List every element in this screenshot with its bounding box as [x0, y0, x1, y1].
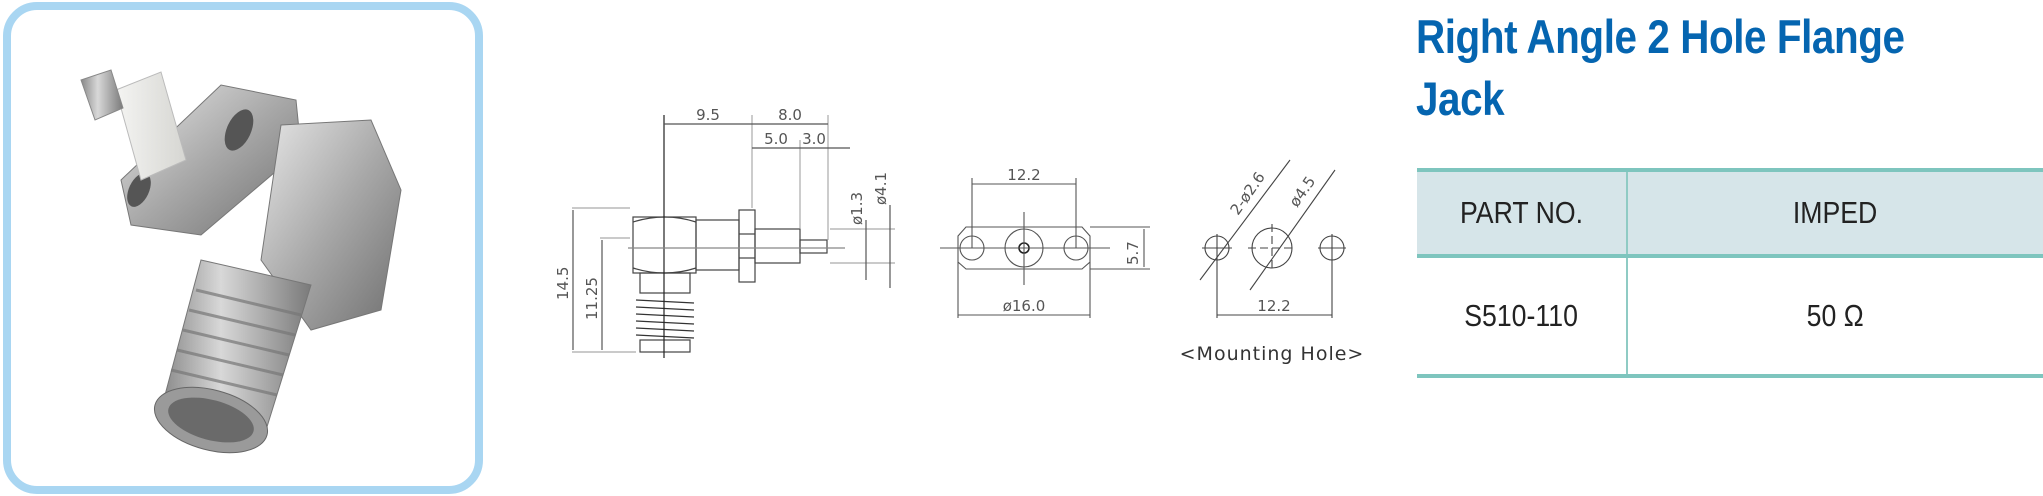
dim-3-0: 3.0: [802, 130, 826, 148]
product-photo: [80, 69, 402, 454]
dim-height-center: 11.25: [583, 277, 601, 320]
dim-mount-spacing: 12.2: [1257, 297, 1290, 315]
dim-body-dia: ø4.1: [872, 172, 890, 205]
dim-9-5: 9.5: [696, 106, 720, 124]
product-title: Right Angle 2 Hole Flange Jack: [1416, 6, 1932, 130]
cell-part-no: S510-110: [1417, 256, 1628, 378]
dim-front-height: 5.7: [1124, 241, 1142, 265]
product-photo-frame: [3, 2, 483, 494]
dim-5-0: 5.0: [764, 130, 788, 148]
spec-table-header: PART NO. IMPED: [1417, 168, 2043, 258]
cell-imped: 50 Ω: [1627, 256, 2043, 378]
dim-pin-dia: ø1.3: [848, 192, 866, 225]
dim-hole-spacing: 12.2: [1007, 166, 1040, 184]
header-imped: IMPED: [1627, 168, 2043, 258]
dim-front-width: ø16.0: [1003, 297, 1046, 315]
product-title-line1: Right Angle 2 Hole Flange: [1416, 10, 1905, 63]
table-row: S510-110 50 Ω: [1417, 256, 2043, 378]
spec-table: PART NO. IMPED S510-110 50 Ω: [1417, 168, 2043, 378]
dim-small-holes: 2-ø2.6: [1227, 169, 1269, 219]
dim-8-0: 8.0: [778, 106, 802, 124]
product-title-line2: Jack: [1416, 72, 1505, 125]
dim-height-total: 14.5: [554, 267, 572, 300]
dim-center-hole: ø4.5: [1286, 173, 1320, 210]
header-part-no: PART NO.: [1417, 168, 1628, 258]
technical-drawing: 9.5 8.0 5.0 3.0 ø1.3 ø4.1 14.5 11.25 12.…: [554, 106, 1365, 365]
mounting-hole-caption: <Mounting Hole>: [1180, 343, 1365, 365]
